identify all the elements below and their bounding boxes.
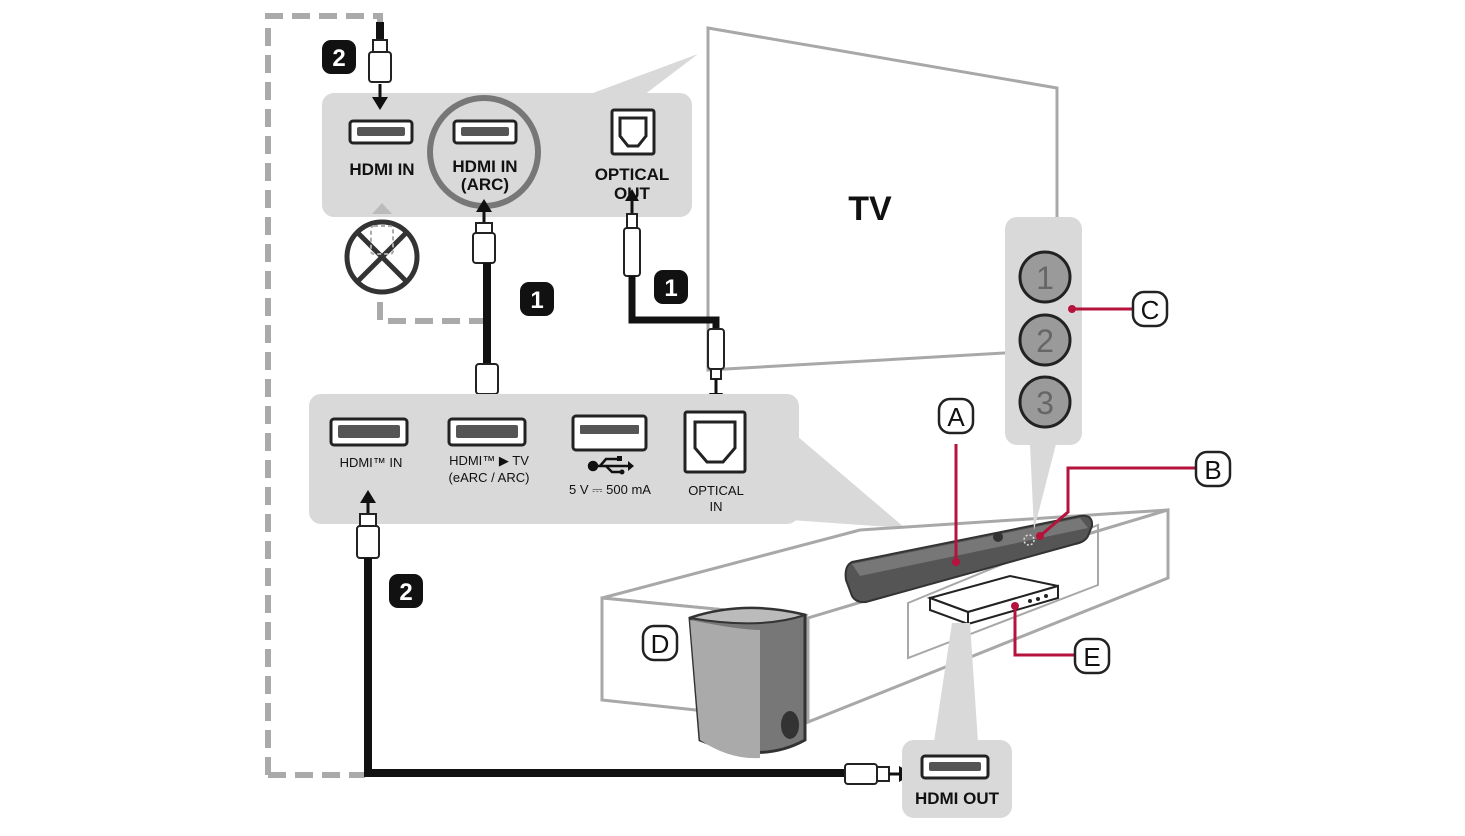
- soundbar-optical-in-port: [683, 410, 747, 474]
- svg-text:A: A: [947, 402, 965, 432]
- svg-text:1: 1: [1036, 260, 1054, 296]
- subwoofer: [688, 606, 809, 759]
- callout-b: B: [1194, 450, 1232, 488]
- svg-text:2: 2: [1036, 323, 1054, 359]
- soundbar-port-panel: [309, 394, 799, 524]
- tv-hdmi-arc-label-line1: HDMI IN: [452, 157, 517, 176]
- device-panel-pointer: [934, 623, 978, 742]
- svg-text:2: 2: [332, 45, 345, 72]
- tv-panel-pointer: [585, 54, 698, 98]
- callout-e: E: [1073, 637, 1111, 675]
- leader-dot-e: [1011, 602, 1019, 610]
- button-3: 3: [1018, 375, 1072, 429]
- hdmi-plug-top: [368, 22, 392, 110]
- svg-text:1: 1: [664, 275, 677, 302]
- tv: TV: [706, 26, 1059, 372]
- step-2-top-badge: 2: [322, 40, 356, 74]
- soundbar-hdmi-in-label: HDMI™ IN: [340, 455, 403, 470]
- callout-leaders: [954, 307, 1195, 657]
- svg-text:E: E: [1083, 642, 1100, 672]
- soundbar-hdmi-in-port: [329, 417, 409, 447]
- tv-optical-out-port: [610, 108, 656, 156]
- svg-text:3: 3: [1036, 385, 1054, 421]
- tv-optical-out-label-line1: OPTICAL: [595, 165, 670, 184]
- hdmi-arc-cable: [472, 199, 499, 428]
- soundbar-optical-in-label-line1: OPTICAL: [688, 483, 744, 498]
- step-2-bottom-badge: 2: [389, 574, 423, 608]
- soundbar-usb-port: [571, 414, 648, 452]
- leader-dot-b: [1036, 532, 1044, 540]
- tv-hdmi-in-label: HDMI IN: [349, 160, 414, 179]
- step-1-optical-badge: 1: [654, 270, 688, 304]
- soundbar-usb-label: 5 V ⎓ 500 mA: [569, 482, 651, 497]
- button-1: 1: [1018, 250, 1072, 304]
- device-hdmi-out-label: HDMI OUT: [915, 789, 1000, 808]
- svg-text:1: 1: [530, 287, 543, 314]
- device-hdmi-out-port: [920, 754, 990, 780]
- svg-text:D: D: [651, 629, 670, 659]
- callout-c: C: [1131, 290, 1169, 328]
- not-allowed-icon: [344, 203, 420, 295]
- callout-a: A: [937, 397, 975, 435]
- tv-port-panel: [322, 93, 692, 217]
- svg-text:2: 2: [399, 579, 412, 606]
- soundbar-hdmi-tv-label-line1: HDMI™ ▶ TV: [449, 453, 529, 468]
- hdmi-device-cable: [356, 490, 913, 785]
- dashed-alt-route: [265, 13, 485, 778]
- external-device: [926, 574, 1059, 626]
- usb-icon: [587, 456, 634, 475]
- soundbar-panel-pointer: [790, 430, 905, 528]
- tv-hdmi-arc-port: [452, 119, 518, 145]
- svg-text:B: B: [1204, 455, 1221, 485]
- soundbar-hdmi-tv-port: [447, 417, 527, 447]
- callout-d: D: [641, 624, 679, 662]
- tv-hdmi-in-port: [348, 119, 414, 145]
- leader-dot-c: [1068, 305, 1076, 313]
- soundbar-hdmi-tv-label-line2: (eARC / ARC): [449, 470, 530, 485]
- tv-hdmi-arc-label-line2: (ARC): [461, 175, 509, 194]
- soundbar-optical-in-label-line2: IN: [710, 499, 723, 514]
- step-1-hdmi-badge: 1: [520, 282, 554, 316]
- leader-dot-a: [952, 558, 960, 566]
- button-2: 2: [1018, 313, 1072, 367]
- svg-text:C: C: [1141, 295, 1160, 325]
- soundbar: [844, 514, 1094, 604]
- button-panel-pointer: [1030, 444, 1056, 530]
- tv-label: TV: [848, 190, 892, 228]
